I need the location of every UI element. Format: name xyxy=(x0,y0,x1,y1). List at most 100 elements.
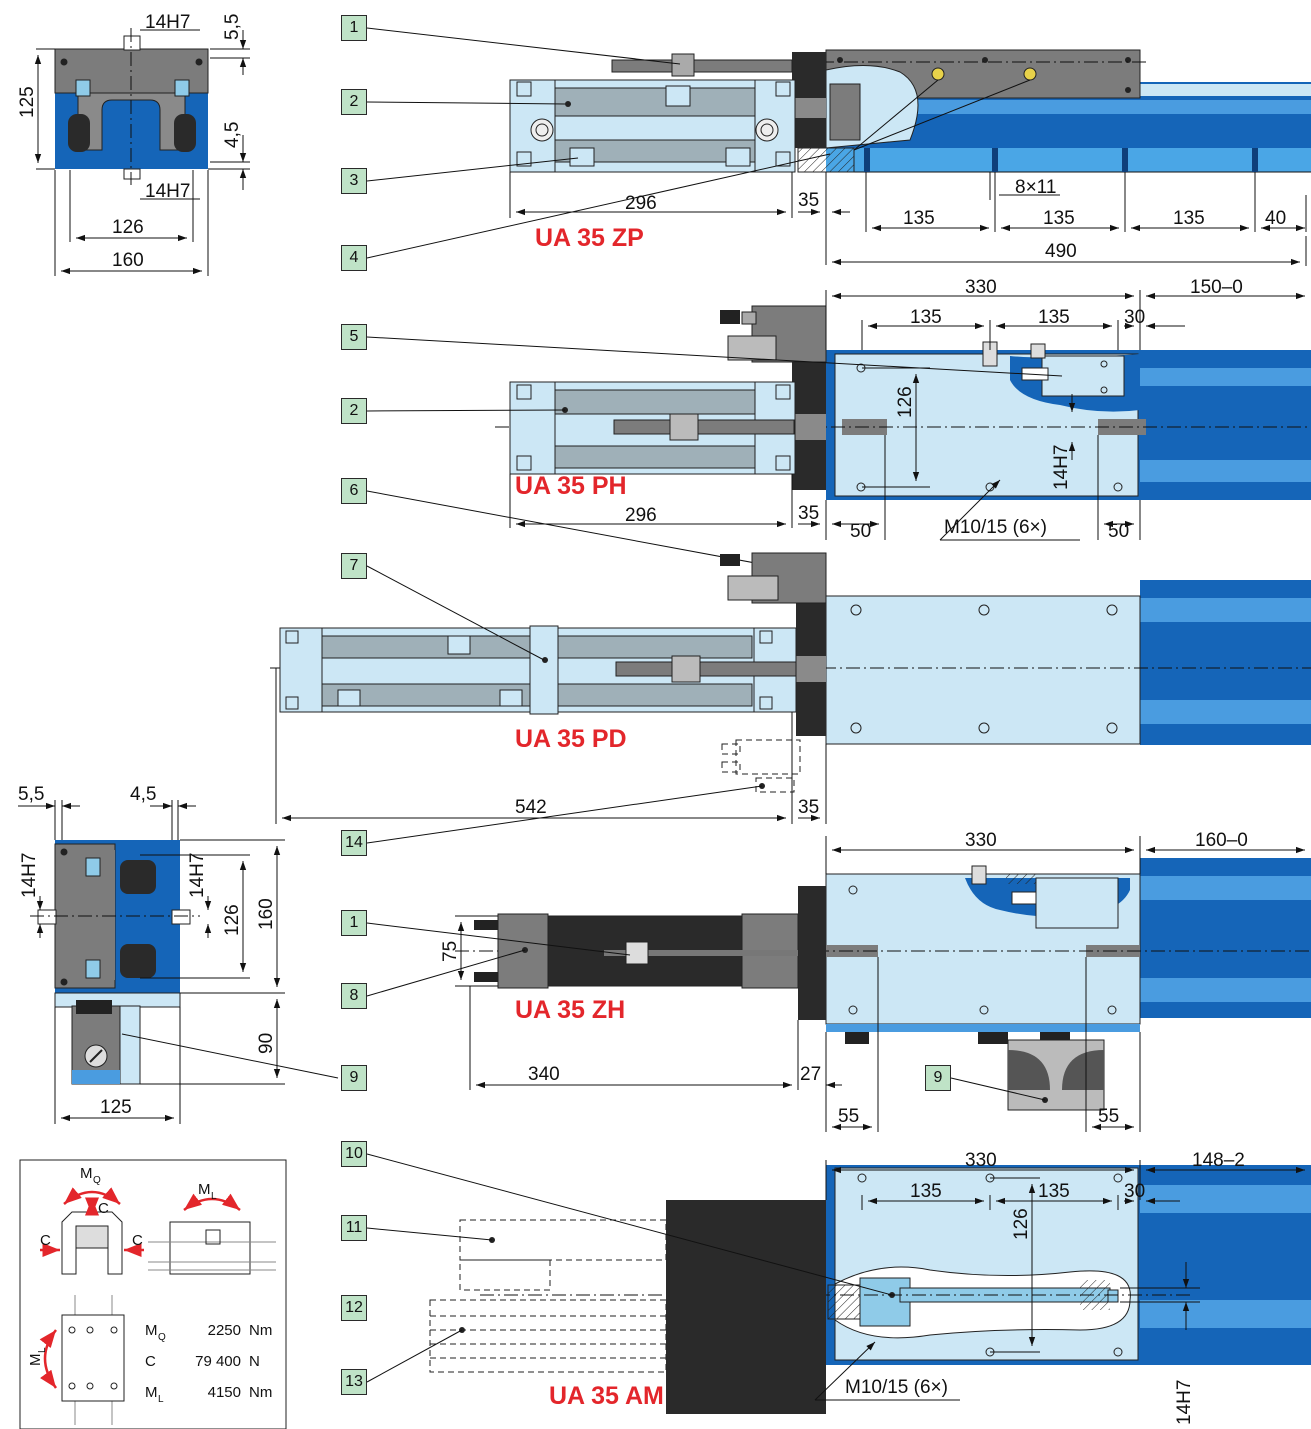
legend-row-mq: M Q 2250 Nm xyxy=(145,1322,272,1343)
callout-9: 9 xyxy=(341,1065,367,1091)
dim-135-c: 135 xyxy=(1173,208,1205,229)
callout-3: 3 xyxy=(341,168,367,194)
dim-50-a: 50 xyxy=(850,521,871,542)
dim-4-5: 4,5 xyxy=(222,122,243,148)
legend-row-ml: M L 4150 Nm xyxy=(145,1384,272,1405)
dim-55-a: 55 xyxy=(838,1106,859,1127)
dim-8x11: 8×11 xyxy=(1015,177,1056,198)
legend-ml-side-symbol: M xyxy=(27,1354,44,1367)
cross-section-middle-left: 5,5 4,5 14H7 14H7 126 160 90 125 xyxy=(18,784,339,1124)
callout-7: 7 xyxy=(341,553,367,579)
dim-330: 330 xyxy=(965,830,997,851)
assembly-ua35am: 330 148–2 135 135 30 126 M10/15 (6×) 14H… xyxy=(366,1150,1311,1425)
assembly-ua35zh: 330 160–0 75 340 27 55 55 UA 35 ZH xyxy=(366,830,1311,1132)
callout-12: 12 xyxy=(341,1295,367,1321)
model-label-ua35zh: UA 35 ZH xyxy=(515,996,625,1024)
dim-148-2: 148–2 xyxy=(1192,1150,1245,1171)
callout-4: 4 xyxy=(341,245,367,271)
dim-m10-15: M10/15 (6×) xyxy=(944,517,1047,538)
callout-13: 13 xyxy=(341,1369,367,1395)
callout-11: 11 xyxy=(341,1215,367,1241)
dim-14h7-bottom: 14H7 xyxy=(145,181,190,202)
dim-5-5: 5,5 xyxy=(18,784,44,805)
dim-90: 90 xyxy=(256,1033,277,1054)
legend-row-sub: L xyxy=(158,1394,164,1405)
model-label-ua35am: UA 35 AM xyxy=(549,1382,664,1410)
model-label-ua35pd: UA 35 PD xyxy=(515,725,627,753)
legend-row-value: 4150 xyxy=(208,1384,241,1401)
dim-30: 30 xyxy=(1124,307,1145,328)
dim-125: 125 xyxy=(17,86,38,118)
dim-35: 35 xyxy=(798,503,819,524)
legend-row-unit: Nm xyxy=(249,1322,272,1339)
legend-ml-sub: L xyxy=(211,1191,217,1202)
dim-135-a: 135 xyxy=(903,208,935,229)
callout-2: 2 xyxy=(341,398,367,424)
dim-340: 340 xyxy=(528,1064,560,1085)
dim-m10-15: M10/15 (6×) xyxy=(845,1377,948,1398)
dim-135-a: 135 xyxy=(910,1181,942,1202)
legend-mq-symbol: M xyxy=(80,1165,93,1182)
dim-160: 160 xyxy=(112,250,144,271)
dim-40: 40 xyxy=(1265,208,1286,229)
dim-330: 330 xyxy=(965,1150,997,1171)
dim-135-a: 135 xyxy=(910,307,942,328)
dim-150-0: 150–0 xyxy=(1190,277,1243,298)
legend-c-top: C xyxy=(98,1200,109,1217)
dim-135-b: 135 xyxy=(1038,1181,1070,1202)
dim-35: 35 xyxy=(798,190,819,211)
dim-160-0: 160–0 xyxy=(1195,830,1248,851)
load-rating-legend: M Q M L C C C M L M Q 2250 Nm C 79 400 N… xyxy=(19,1159,287,1429)
callout-6: 6 xyxy=(341,478,367,504)
callout-9: 9 xyxy=(925,1065,951,1091)
dim-14h7-right: 14H7 xyxy=(187,853,208,898)
dim-55-b: 55 xyxy=(1098,1106,1119,1127)
legend-row-sub: Q xyxy=(158,1332,166,1343)
dim-30: 30 xyxy=(1124,1181,1145,1202)
dim-4-5: 4,5 xyxy=(130,784,156,805)
legend-ml-side-sub: L xyxy=(37,1347,48,1353)
callout-1: 1 xyxy=(341,910,367,936)
legend-c-left: C xyxy=(40,1232,51,1249)
dim-126: 126 xyxy=(112,217,144,238)
dim-14h7: 14H7 xyxy=(1051,445,1072,490)
callout-2: 2 xyxy=(341,89,367,115)
assembly-ua35pd: 542 35 UA 35 PD xyxy=(270,552,1311,844)
callout-5: 5 xyxy=(341,324,367,350)
legend-row-c: C 79 400 N xyxy=(145,1353,260,1370)
dim-490: 490 xyxy=(1045,241,1077,262)
dim-75: 75 xyxy=(440,941,461,962)
model-label-ua35ph: UA 35 PH xyxy=(515,472,627,500)
assembly-ua35zp: 296 35 8×11 135 135 135 40 490 UA 35 ZP xyxy=(366,27,1311,266)
callout-1: 1 xyxy=(341,15,367,41)
dim-296: 296 xyxy=(625,505,657,526)
legend-row-symbol: M xyxy=(145,1384,158,1401)
assembly-ua35ph: 330 150–0 135 135 30 126 14H7 296 35 50 … xyxy=(366,277,1311,566)
dim-126: 126 xyxy=(1011,1208,1032,1240)
dim-5-5: 5,5 xyxy=(222,14,243,40)
dim-14h7: 14H7 xyxy=(1174,1380,1195,1425)
legend-ml-symbol: M xyxy=(198,1181,211,1198)
dim-135-b: 135 xyxy=(1043,208,1075,229)
model-label-ua35zp: UA 35 ZP xyxy=(535,224,644,252)
legend-row-value: 2250 xyxy=(208,1322,241,1339)
legend-row-unit: Nm xyxy=(249,1384,272,1401)
legend-c-right: C xyxy=(132,1232,143,1249)
dim-14h7-left: 14H7 xyxy=(19,853,40,898)
dim-160: 160 xyxy=(256,898,277,930)
legend-row-unit: N xyxy=(249,1353,260,1370)
callout-8: 8 xyxy=(341,983,367,1009)
dim-35: 35 xyxy=(798,797,819,818)
dim-330: 330 xyxy=(965,277,997,298)
cross-section-top-left: 14H7 5,5 125 4,5 14H7 126 160 xyxy=(17,12,250,276)
legend-mq-sub: Q xyxy=(93,1175,101,1186)
legend-row-symbol: C xyxy=(145,1353,156,1370)
dim-542: 542 xyxy=(515,797,547,818)
dim-135-b: 135 xyxy=(1038,307,1070,328)
legend-row-symbol: M xyxy=(145,1322,158,1339)
dim-126: 126 xyxy=(222,904,243,936)
callout-14: 14 xyxy=(341,830,367,856)
dim-125: 125 xyxy=(100,1097,132,1118)
